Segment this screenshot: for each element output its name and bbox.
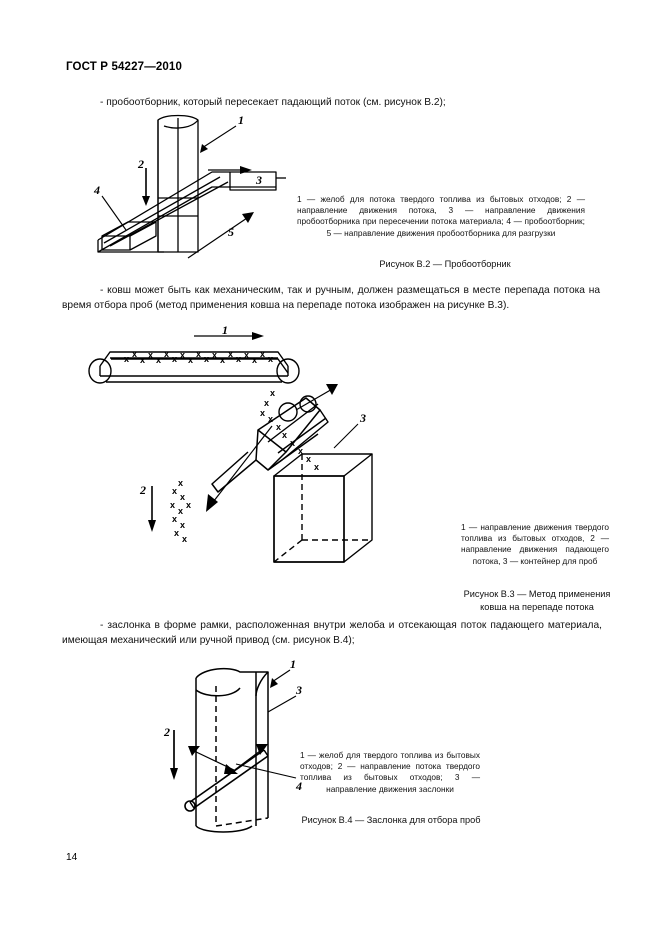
svg-text:x: x bbox=[172, 486, 177, 496]
figure-b2-drawing: 1 2 3 4 5 bbox=[80, 112, 290, 262]
paragraph-scoop: - ковш может быть как механическим, так … bbox=[62, 285, 600, 311]
figure-b2-caption: Рисунок В.2 — Пробоотборник bbox=[379, 259, 511, 269]
figure-b4-svg: 1 2 3 4 bbox=[163, 660, 302, 833]
svg-text:x: x bbox=[164, 349, 169, 359]
svg-text:x: x bbox=[260, 349, 265, 359]
svg-text:x: x bbox=[180, 350, 185, 360]
figure-b4-drawing: 1 2 3 4 bbox=[160, 660, 310, 840]
svg-text:x: x bbox=[132, 349, 137, 359]
figure-b2-svg: 1 2 3 4 5 bbox=[93, 113, 286, 259]
svg-text:x: x bbox=[264, 398, 269, 408]
figure-b3-callout-3: 3 bbox=[359, 411, 366, 425]
svg-text:x: x bbox=[140, 355, 145, 365]
figure-b3-legend: 1 — направление движения твердого топлив… bbox=[461, 522, 609, 566]
figure-b4-callout-4: 4 bbox=[295, 779, 302, 793]
figure-b2-callout-5: 5 bbox=[228, 225, 234, 239]
svg-text:x: x bbox=[290, 438, 295, 448]
figure-b2-callout-3: 3 bbox=[255, 173, 262, 187]
svg-text:x: x bbox=[186, 500, 191, 510]
svg-text:x: x bbox=[268, 354, 273, 364]
svg-text:x: x bbox=[212, 350, 217, 360]
svg-text:x: x bbox=[172, 354, 177, 364]
document-header-standard-number: ГОСТ Р 54227—2010 bbox=[66, 61, 183, 73]
figure-b2-legend: 1 — желоб для потока твердого топлива из… bbox=[297, 194, 585, 238]
svg-text:x: x bbox=[196, 349, 201, 359]
svg-text:x: x bbox=[228, 349, 233, 359]
svg-text:x: x bbox=[180, 492, 185, 502]
svg-text:x: x bbox=[306, 454, 311, 464]
page-number: 14 bbox=[66, 852, 78, 863]
figure-b4-caption: Рисунок В.4 — Заслонка для отбора проб bbox=[301, 815, 481, 825]
svg-text:x: x bbox=[178, 506, 183, 516]
svg-text:x: x bbox=[220, 355, 225, 365]
figure-b2-callout-1: 1 bbox=[238, 113, 244, 127]
svg-text:x: x bbox=[314, 462, 319, 472]
svg-text:x: x bbox=[260, 408, 265, 418]
figure-b2-callout-2: 2 bbox=[137, 157, 144, 171]
figure-b4-legend: 1 — желоб для твердого топлива из бытовы… bbox=[300, 750, 480, 794]
figure-b2-callout-4: 4 bbox=[93, 183, 100, 197]
svg-text:x: x bbox=[276, 422, 281, 432]
svg-text:x: x bbox=[170, 500, 175, 510]
paragraph-sampler: - пробоотборник, который пересекает пада… bbox=[100, 97, 446, 108]
figure-b3-caption: Рисунок В.3 — Метод применения ковша на … bbox=[463, 589, 611, 612]
figure-b3-callout-2: 2 bbox=[139, 483, 146, 497]
svg-text:x: x bbox=[244, 350, 249, 360]
svg-text:x: x bbox=[180, 520, 185, 530]
svg-text:x: x bbox=[268, 414, 273, 424]
svg-text:x: x bbox=[270, 388, 275, 398]
figure-b4-callout-3: 3 bbox=[295, 683, 302, 697]
svg-text:x: x bbox=[182, 534, 187, 544]
svg-text:x: x bbox=[156, 355, 161, 365]
figure-b4-callout-2: 2 bbox=[163, 725, 170, 739]
svg-text:x: x bbox=[252, 355, 257, 365]
figure-b3-callout-1: 1 bbox=[222, 323, 228, 337]
svg-text:x: x bbox=[282, 430, 287, 440]
svg-text:x: x bbox=[204, 354, 209, 364]
svg-text:x: x bbox=[124, 354, 129, 364]
svg-text:x: x bbox=[172, 514, 177, 524]
paragraph-damper: - заслонка в форме рамки, расположенная … bbox=[62, 620, 602, 646]
figure-b4-callout-1: 1 bbox=[290, 660, 296, 671]
svg-text:x: x bbox=[174, 528, 179, 538]
svg-text:x: x bbox=[178, 478, 183, 488]
svg-text:x: x bbox=[298, 446, 303, 456]
svg-text:x: x bbox=[188, 355, 193, 365]
svg-text:x: x bbox=[236, 354, 241, 364]
svg-text:x: x bbox=[148, 350, 153, 360]
